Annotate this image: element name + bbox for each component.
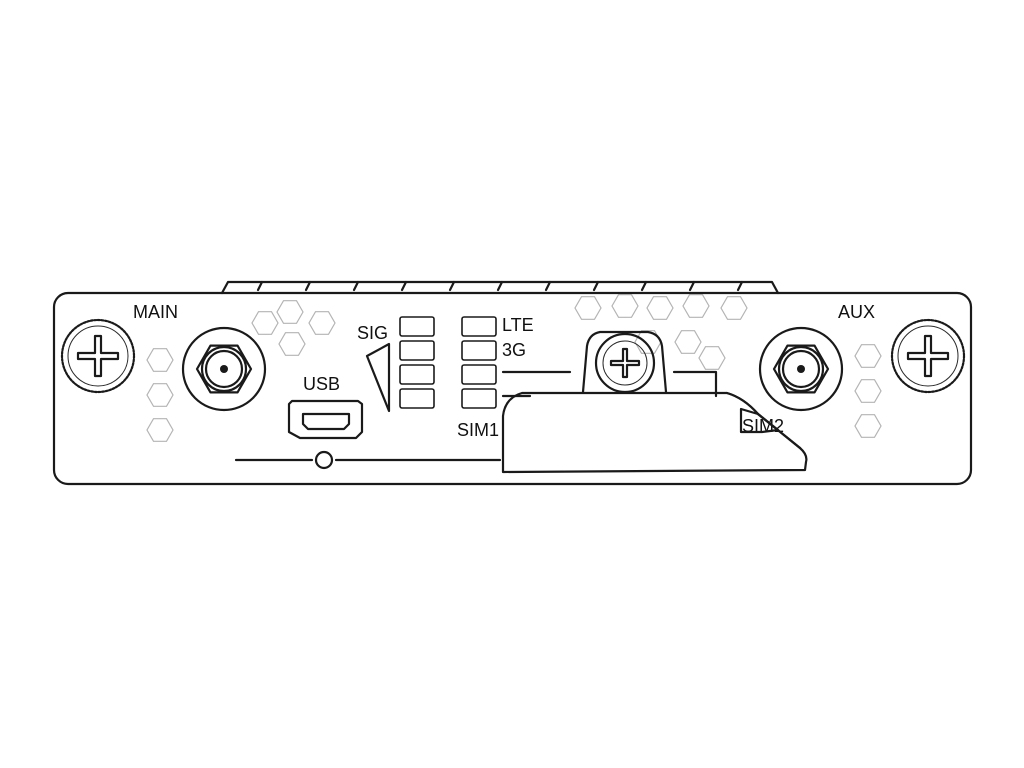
hex-cell [854, 379, 882, 403]
hex-cell [146, 383, 174, 407]
aux-antenna-connector-icon[interactable] [758, 326, 844, 412]
phillips-screw-icon[interactable] [581, 330, 668, 394]
sig-label: SIG [357, 323, 388, 343]
thumbscrew-right-icon[interactable] [890, 318, 966, 394]
hex-cell [278, 332, 306, 356]
signal-strength-icon [365, 342, 391, 413]
hex-cell [634, 330, 662, 354]
sim1-label: SIM1 [457, 420, 499, 440]
reset-pinhole[interactable] [314, 450, 334, 470]
faceplate-body [52, 291, 973, 486]
hex-cell [146, 418, 174, 442]
hex-cell [646, 296, 674, 320]
hex-cell [308, 311, 336, 335]
mini-usb-port-icon[interactable] [287, 399, 364, 440]
hex-cell [251, 311, 279, 335]
hex-cell [854, 414, 882, 438]
hex-cell [674, 330, 702, 354]
3g-label: 3G [502, 340, 526, 360]
main-label: MAIN [133, 302, 178, 322]
hex-cell [698, 346, 726, 370]
hex-cell [854, 344, 882, 368]
hex-cell [276, 300, 304, 324]
thumbscrew-left-icon[interactable] [60, 318, 136, 394]
sig-led-column [399, 316, 435, 409]
hex-cell [146, 348, 174, 372]
main-antenna-connector-icon[interactable] [181, 326, 267, 412]
lte-label: LTE [502, 315, 534, 335]
hex-cell [611, 294, 639, 318]
usb-label: USB [303, 374, 340, 394]
hex-cell [720, 296, 748, 320]
hex-pattern [146, 294, 882, 442]
heatsink-fins [220, 280, 780, 295]
sim-cover-bracket [672, 370, 718, 398]
status-led-column [461, 316, 497, 409]
hex-cell [682, 294, 710, 318]
aux-label: AUX [838, 302, 875, 322]
hex-cell [574, 296, 602, 320]
